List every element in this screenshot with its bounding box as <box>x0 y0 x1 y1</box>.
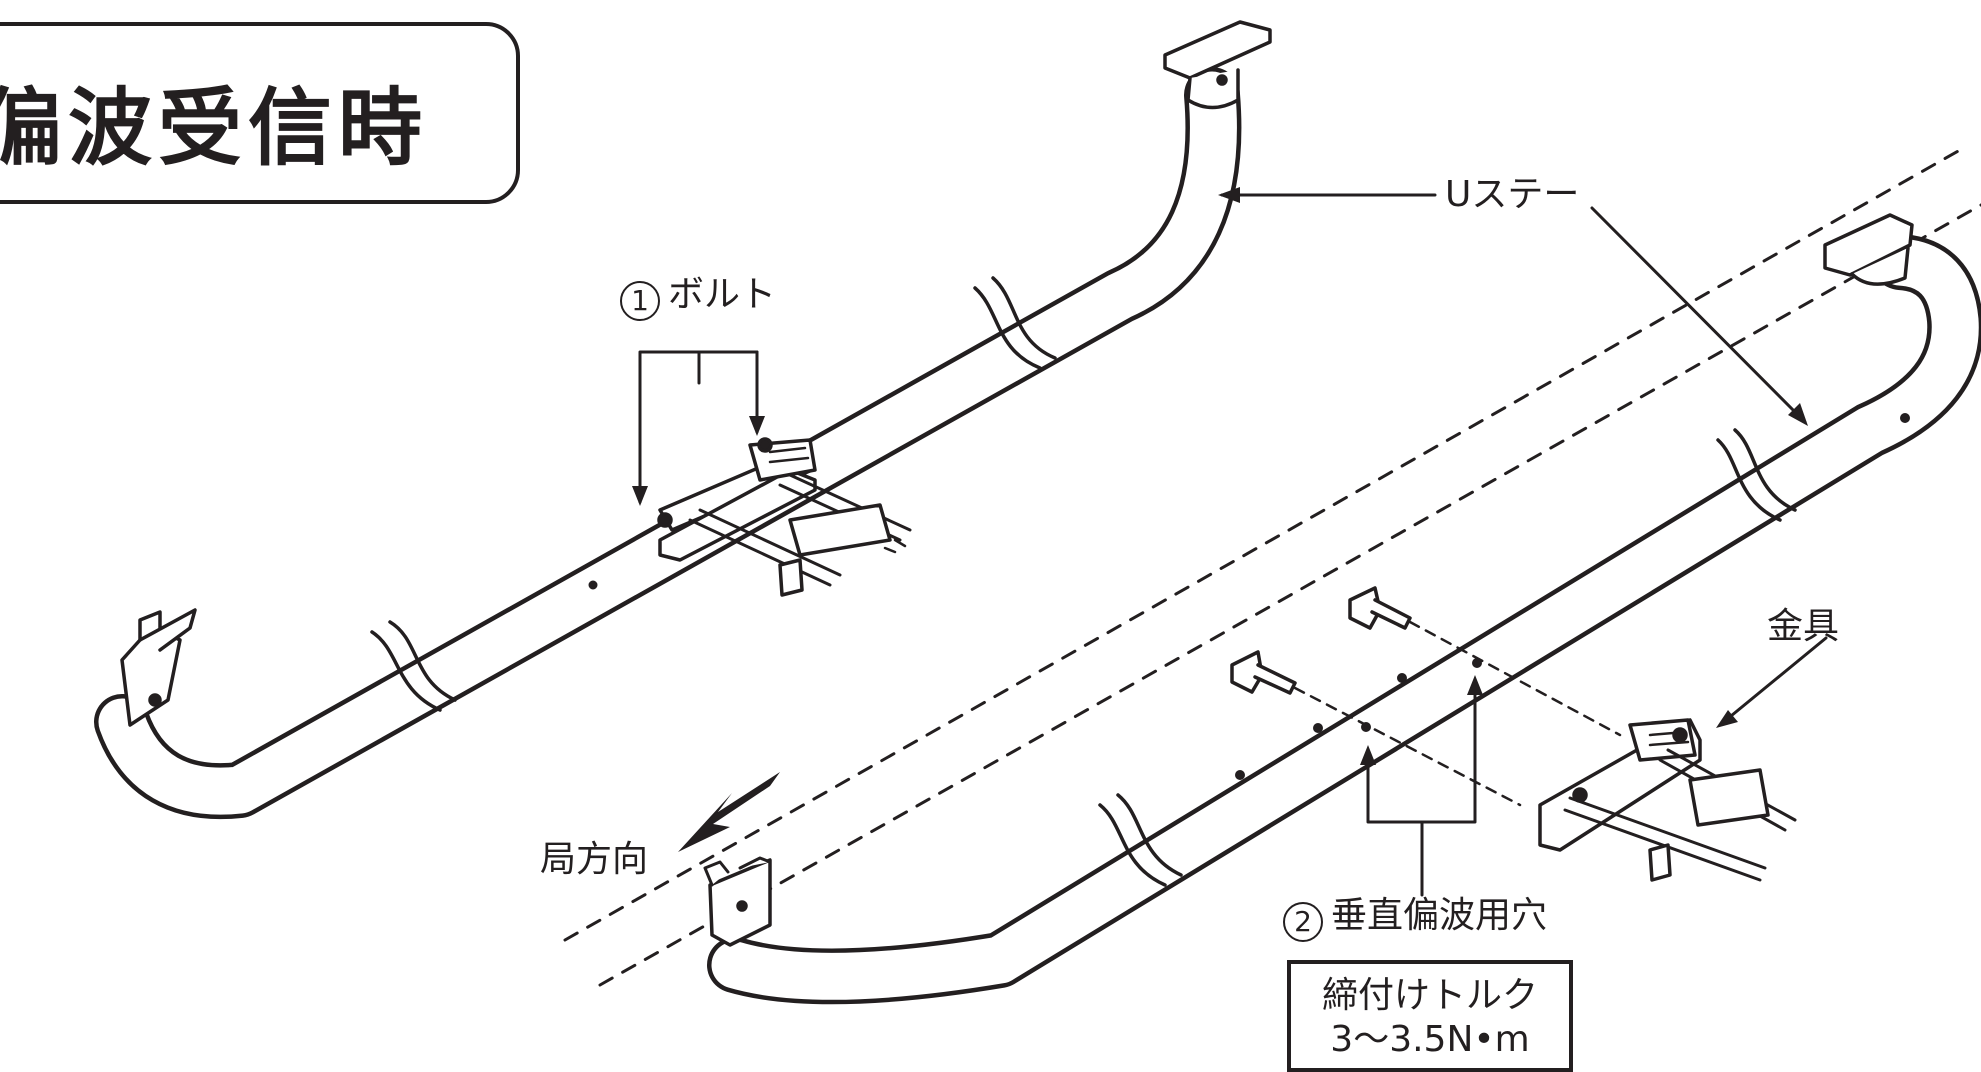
bracket-label: 金具 <box>1767 609 1839 645</box>
bolt-text: ボルト <box>668 274 777 315</box>
upper-u-stay <box>94 67 1242 820</box>
title-frame: 偏波受信時 <box>0 22 520 204</box>
u-stay-label: Uステー <box>1445 177 1579 213</box>
vertical-hole-text: 垂直偏波用穴 <box>1331 895 1548 936</box>
lower-bracket <box>1538 718 1797 882</box>
lower-right-end-cap <box>1823 213 1914 286</box>
page-title: 偏波受信時 <box>0 79 429 177</box>
dashed-guides <box>563 148 1981 987</box>
station-direction-arrow <box>678 772 780 852</box>
loose-bolts <box>1230 586 1412 695</box>
lower-u-stay <box>707 234 1981 1005</box>
torque-label: 締付けトルク <box>1321 975 1538 1016</box>
upper-left-end-cap <box>120 608 197 727</box>
u-stay-text: Uステー <box>1445 174 1580 215</box>
lower-left-end-cap <box>703 856 772 947</box>
leader-lines <box>632 187 1828 897</box>
station-direction-label: 局方向 <box>540 842 648 878</box>
station-direction-text: 局方向 <box>540 839 649 880</box>
upper-clamp-assembly <box>657 437 912 597</box>
bolt-paths <box>1293 620 1622 807</box>
bracket-text: 金具 <box>1767 606 1840 647</box>
torque-value: 3〜3.5N•m <box>1330 1019 1530 1060</box>
bolt-number-badge: 1 <box>620 281 660 321</box>
vertical-hole-number-badge: 2 <box>1283 902 1323 942</box>
torque-box: 締付けトルク 3〜3.5N•m <box>1287 960 1573 1072</box>
upper-right-end-cap <box>1163 20 1272 110</box>
